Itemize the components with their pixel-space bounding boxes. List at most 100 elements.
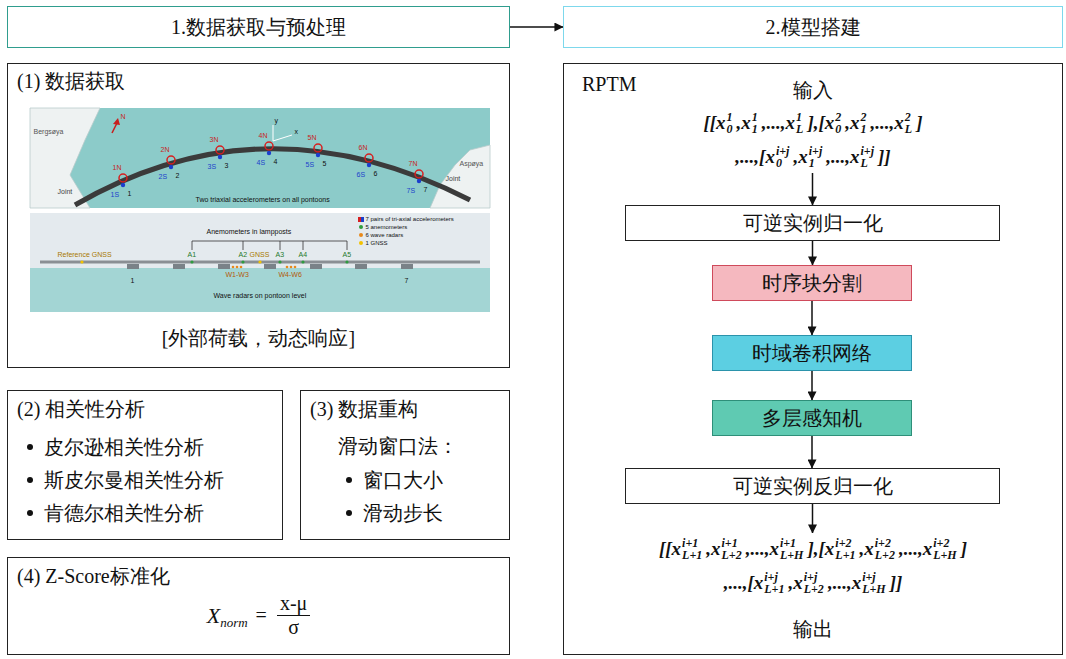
- formula-term: ,x: [788, 570, 802, 596]
- sensor-south: [367, 163, 371, 167]
- formula-term: ,x: [706, 536, 720, 562]
- superscript: i+2: [933, 537, 957, 549]
- legend-swatch: [359, 233, 363, 237]
- formula-term: ,x: [845, 110, 859, 136]
- sea-map: [30, 108, 490, 208]
- process-box: 时域卷积网络: [712, 335, 912, 371]
- sensor-north: [216, 146, 224, 154]
- legend-text: 1 GNSS: [366, 240, 388, 247]
- radar-dot: [232, 266, 235, 269]
- superscript: i+j: [809, 145, 823, 157]
- figure-label: 7: [405, 277, 409, 285]
- figure-label: 7N: [409, 160, 418, 168]
- subscript: L+H: [933, 549, 957, 561]
- flow-arrow: [510, 26, 563, 28]
- figure-label: Anemometers in lampposts: [207, 228, 292, 236]
- index-stack: i+1L+H: [780, 537, 804, 561]
- index-stack: 10: [727, 111, 733, 135]
- box-label: 可逆实例反归一化: [733, 474, 893, 498]
- subscript: L+2: [722, 549, 742, 561]
- formula-term: [[x: [659, 536, 681, 562]
- anemometer-dot: [241, 260, 244, 263]
- radar-dot: [286, 266, 289, 269]
- figure-label: 2S: [159, 173, 168, 181]
- formula-line: ,...,[xi+jL+1,xi+jL+2,...,xi+jL+H]]: [564, 570, 1062, 596]
- subscript: 1: [809, 157, 823, 169]
- index-stack: i+1L+1: [682, 537, 702, 561]
- formula-term: ,...,x: [762, 110, 795, 136]
- figure-label: Bergsøya: [34, 128, 64, 136]
- flow-arrow: [811, 371, 813, 400]
- pontoon: [264, 264, 276, 269]
- formula-term: ]]: [890, 570, 903, 596]
- formula-term: ,...,x: [746, 536, 779, 562]
- pontoon: [173, 264, 185, 269]
- formula-term: ,...,x: [828, 570, 861, 596]
- subscript: L+H: [862, 583, 886, 595]
- anemometer-dot: [190, 260, 193, 263]
- radar-dot: [240, 266, 243, 269]
- superscript: 2: [905, 111, 912, 123]
- subscript: L+2: [875, 549, 895, 561]
- bullet-dot: [27, 444, 33, 450]
- superscript: i+j: [804, 571, 824, 583]
- flow-arrow: [811, 301, 813, 335]
- process-box: 时序块分割: [712, 265, 912, 301]
- index-stack: i+j1: [809, 145, 823, 169]
- figure-label: A2: [239, 251, 248, 259]
- figure-label: 4N: [259, 132, 268, 140]
- formula-term: ,x: [860, 536, 874, 562]
- denominator: σ: [285, 616, 302, 639]
- subscript: 0: [835, 123, 841, 135]
- island-land: [430, 145, 490, 208]
- subscript: norm: [220, 615, 247, 631]
- panel-text: (3) 数据重构: [310, 397, 418, 421]
- figure-label: A3: [276, 251, 285, 259]
- figure-label: Joint: [58, 188, 73, 196]
- bullet-text: 斯皮尔曼相关性分析: [44, 468, 224, 492]
- panel-text: 输出: [564, 617, 1062, 641]
- superscript: i+1: [780, 537, 804, 549]
- index-stack: 20: [835, 111, 841, 135]
- figure-label: A4: [299, 251, 308, 259]
- index-stack: i+jL+1: [764, 571, 784, 595]
- panel-box: (3) 数据重构滑动窗口法：窗口大小滑动步长: [300, 390, 510, 540]
- pontoon: [127, 264, 139, 269]
- legend-text: 7 pairs of tri-axial accelerometers: [366, 216, 454, 223]
- superscript: i+2: [875, 537, 895, 549]
- formula-term: ,...,x: [871, 110, 904, 136]
- north-arrow: [112, 123, 117, 133]
- box-label: 多层感知机: [762, 406, 862, 430]
- figure-label: 7S: [407, 187, 416, 195]
- island-land: [30, 108, 100, 208]
- index-stack: i+2L+2: [875, 537, 895, 561]
- panel-box: (4) Z-Score标准化Xnorm=x-μσ: [7, 557, 510, 655]
- figure-label: 3N: [210, 136, 219, 144]
- process-box: 多层感知机: [712, 400, 912, 436]
- layout-arrow: [812, 504, 814, 533]
- operator: =: [256, 604, 267, 627]
- figure-label: 1S: [111, 191, 120, 199]
- sensor-south: [218, 155, 222, 159]
- radar-dot: [290, 266, 293, 269]
- bridge-arc: [75, 149, 470, 205]
- figure-label: W4-W6: [279, 271, 302, 279]
- superscript: i+1: [722, 537, 742, 549]
- subscript: 0: [727, 123, 733, 135]
- figure-label: 2: [176, 172, 180, 180]
- panel-text: (2) 相关性分析: [17, 397, 145, 421]
- formula-term: ,...,[x: [724, 570, 764, 596]
- formula-term: [[x: [703, 110, 725, 136]
- subscript: L+1: [682, 549, 702, 561]
- panel-text: [外部荷载，动态响应]: [8, 326, 509, 350]
- panel-text: 滑动窗口法：: [338, 434, 458, 458]
- panel-text: (4) Z-Score标准化: [17, 564, 170, 588]
- legend-swatch: [359, 241, 363, 245]
- formula-line: ,...,[xi+j0,xi+j1,...,xi+jL]]: [564, 144, 1062, 170]
- sensor-north: [167, 156, 175, 164]
- section-header: 1.数据获取与预处理: [7, 6, 510, 48]
- pontoon: [355, 264, 367, 269]
- flow-arrow: [812, 241, 814, 265]
